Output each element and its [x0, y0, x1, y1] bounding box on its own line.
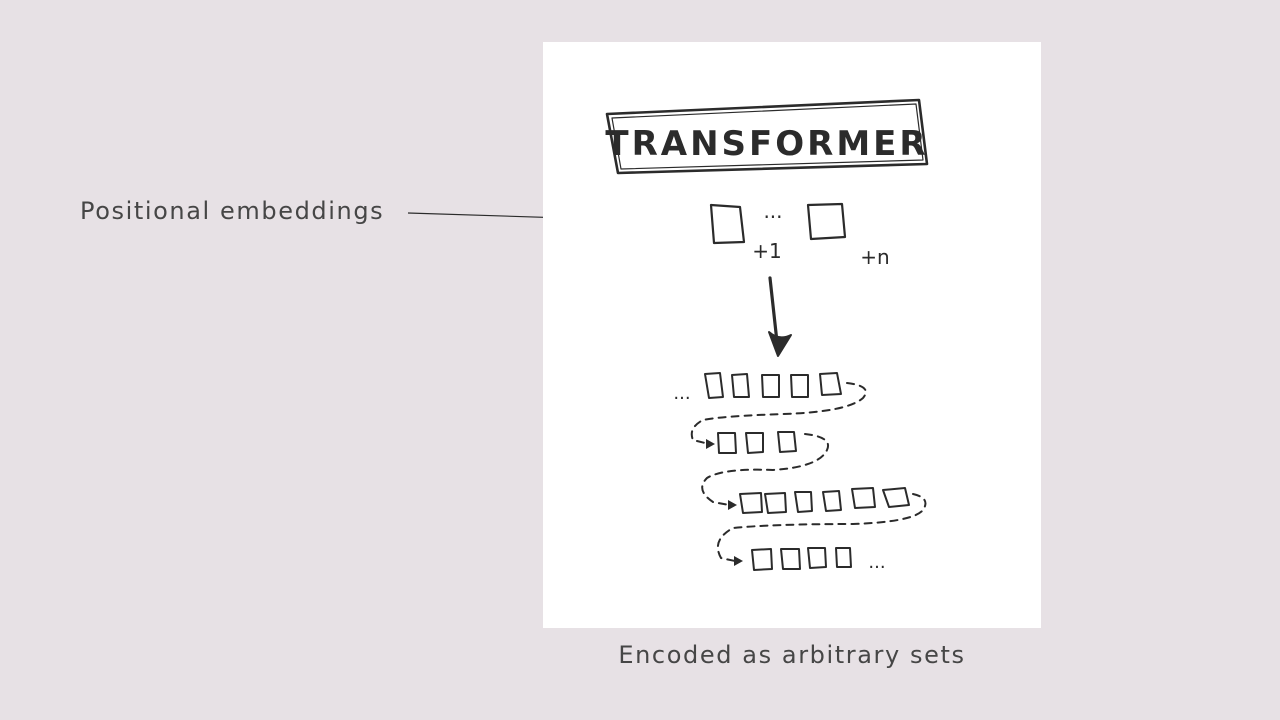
embedding-box-first	[709, 203, 746, 245]
offset-last-label: +n	[860, 245, 889, 269]
sequence-row-1	[704, 372, 842, 399]
embedding-ellipsis: ...	[763, 199, 782, 223]
figure-caption: Encoded as arbitrary sets	[618, 641, 966, 669]
down-arrow-icon	[768, 276, 792, 357]
serpentine-arrowheads	[706, 439, 743, 566]
figure-card: TRANSFORMER ... +1 +n ... ...	[543, 42, 1041, 628]
serpentine-arrowhead-2	[728, 500, 737, 510]
sequence-row-4	[751, 547, 852, 571]
serpentine-dashed-path	[690, 382, 927, 562]
transformer-box	[605, 98, 929, 175]
sequence-end-ellipsis: ...	[868, 552, 885, 573]
sequence-row-3	[739, 487, 910, 514]
positional-embeddings-label: Positional embeddings	[80, 197, 385, 225]
serpentine-arrowhead-3	[734, 556, 743, 566]
embedding-box-last	[806, 202, 847, 241]
sketch-labels: TRANSFORMER ... +1 +n ... ...	[605, 124, 928, 573]
sequence-start-ellipsis: ...	[673, 383, 690, 404]
offset-first-label: +1	[752, 239, 781, 263]
transformer-title: TRANSFORMER	[605, 124, 928, 164]
figure-sketch: TRANSFORMER ... +1 +n ... ...	[605, 98, 929, 573]
sequence-row-2	[717, 431, 797, 454]
serpentine-arrowhead-1	[706, 439, 715, 449]
